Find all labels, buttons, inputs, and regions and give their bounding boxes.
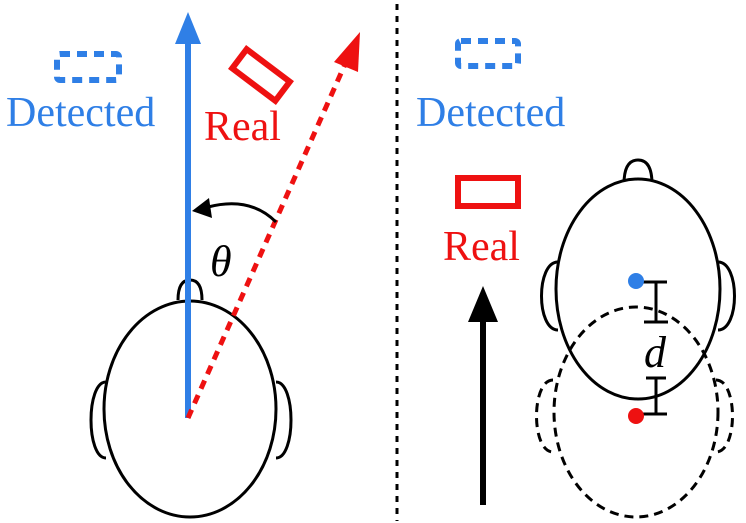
right-detected-label: Detected: [416, 90, 565, 136]
angle-label: θ: [210, 237, 232, 286]
head-outline: [554, 177, 722, 401]
left-detected-label: Detected: [6, 90, 155, 136]
left-ear-shape: [540, 260, 559, 332]
dashed-right-ear-shape: [715, 378, 734, 454]
detected-head: [540, 158, 736, 401]
dashed-head-outline: [552, 305, 720, 519]
real-box-icon: [228, 44, 294, 106]
angle-arc: [192, 198, 278, 224]
detected-center-dot: [628, 273, 644, 289]
dashed-left-ear-shape: [535, 378, 554, 454]
left-real-legend: Real: [204, 44, 294, 150]
left-ear-shape: [89, 380, 107, 460]
left-panel: Detected Real: [6, 12, 360, 519]
right-real-legend: Real: [443, 175, 521, 270]
left-detected-legend: Detected: [6, 51, 155, 136]
real-head: [535, 305, 734, 519]
left-real-label: Real: [204, 104, 281, 150]
detected-box-icon: [54, 51, 122, 83]
right-panel: Detected Real: [416, 38, 736, 519]
detected-direction-arrow: [175, 12, 201, 418]
right-ear-shape: [275, 380, 293, 460]
right-ear-shape: [717, 260, 736, 332]
right-real-label: Real: [443, 224, 520, 270]
real-box-icon: [455, 175, 521, 209]
distance-marker: [641, 280, 668, 416]
detected-box-icon: [455, 38, 521, 69]
distance-label: d: [644, 328, 667, 377]
real-direction-arrow: [185, 32, 360, 420]
real-center-dot: [628, 408, 644, 424]
right-detected-legend: Detected: [416, 38, 565, 136]
forward-direction-arrow: [468, 286, 498, 505]
